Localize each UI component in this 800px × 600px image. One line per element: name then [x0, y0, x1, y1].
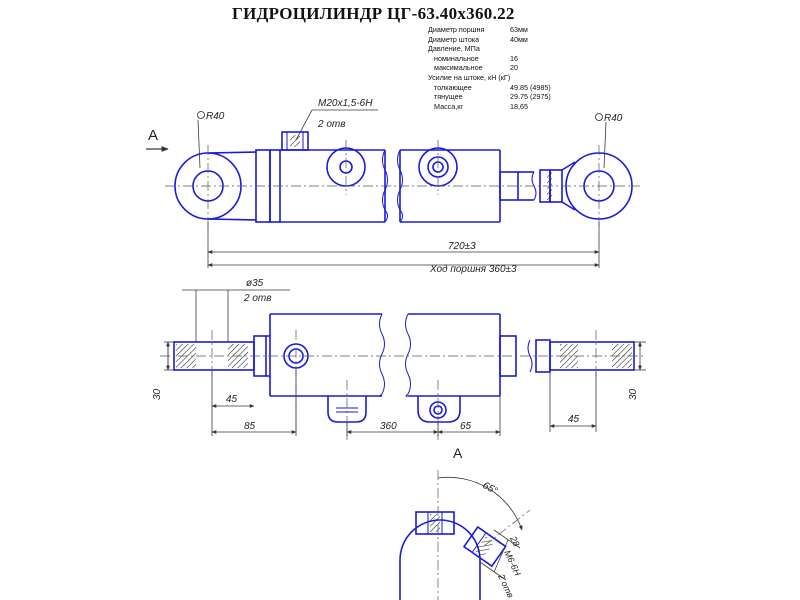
dim-360: 360	[380, 421, 397, 432]
view-a-title: А	[453, 445, 463, 461]
stroke-length: Ход поршня 360±3	[429, 264, 517, 275]
mid-port-bottom-right	[417, 396, 461, 423]
dim-30-right: 30	[628, 388, 639, 400]
spec-row: Диаметр штока 40мм	[428, 35, 551, 45]
spec-label: толкающее	[434, 82, 472, 92]
spec-label: Диаметр штока	[428, 34, 480, 44]
spec-row: тянущее 29.75 (2975)	[428, 92, 551, 102]
thread-port-label: М20х1,5-6Н	[318, 98, 373, 109]
spec-label: Давление, МПа	[428, 44, 480, 54]
radius-left-icon	[197, 111, 205, 119]
dim-45-right: 45	[568, 414, 580, 425]
two-holes-bottom: 2 отв	[496, 572, 516, 600]
spec-label: максимальное	[434, 63, 483, 73]
view-a-arrow-label: А	[148, 127, 158, 144]
dim-45-left: 45	[226, 394, 238, 405]
spec-label: Масса,кг	[434, 101, 464, 111]
dim-85: 85	[244, 421, 256, 432]
view-a-top-port	[415, 511, 455, 535]
dim-30-left: 30	[152, 388, 163, 400]
angle-65: 65°	[481, 480, 500, 497]
spec-row: номинальное 16	[428, 54, 551, 64]
spec-row: Диаметр поршня 63мм	[428, 25, 551, 35]
spec-value: 40мм	[510, 34, 528, 44]
overall-length: 720±3	[448, 241, 476, 252]
spec-row: Усилие на штоке, кН (кГ)	[428, 73, 551, 83]
top-view-hatch	[290, 135, 552, 200]
spec-value: 63мм	[510, 25, 528, 34]
dim-65: 65	[460, 421, 472, 432]
spec-value: 49.85 (4985)	[510, 82, 551, 92]
drawing-title: ГИДРОЦИЛИНДР ЦГ-63.40х360.22	[232, 4, 515, 23]
spec-value: 18,65	[510, 101, 528, 111]
spec-row: Масса,кг 18,65	[428, 102, 551, 112]
spec-row: Давление, МПа	[428, 44, 551, 54]
top-view-centerlines	[165, 140, 640, 226]
mid-body-right	[408, 313, 501, 397]
spec-label: номинальное	[434, 53, 479, 63]
cylinder-body-right	[399, 149, 501, 223]
dia-35: ø35	[246, 278, 264, 289]
top-view-dimensions	[146, 109, 607, 268]
radius-right: R40	[604, 113, 623, 124]
spec-label: Диаметр поршня	[428, 25, 485, 34]
spec-label: Усилие на штоке, кН (кГ)	[428, 72, 511, 82]
top-view	[174, 131, 633, 223]
spec-row: толкающее 49.85 (4985)	[428, 83, 551, 93]
spec-row: максимальное 20	[428, 63, 551, 73]
view-a-dimensions	[437, 470, 531, 600]
two-holes-mid: 2 отв	[243, 293, 271, 304]
radius-left: R40	[206, 111, 225, 122]
view-a-angled-port	[462, 525, 507, 568]
middle-view-dimensions	[164, 289, 646, 436]
port-boss-top	[281, 131, 309, 151]
mid-body-left	[266, 313, 382, 397]
dim-28: 28	[508, 534, 522, 548]
view-a	[399, 511, 507, 600]
spec-value: 20	[510, 63, 518, 73]
spec-value: 29.75 (2975)	[510, 92, 551, 102]
two-holes-top: 2 отв	[317, 119, 345, 130]
radius-right-icon	[595, 113, 603, 121]
spec-label: тянущее	[434, 92, 463, 102]
piston-rod	[499, 171, 519, 201]
spec-value: 16	[510, 53, 518, 63]
